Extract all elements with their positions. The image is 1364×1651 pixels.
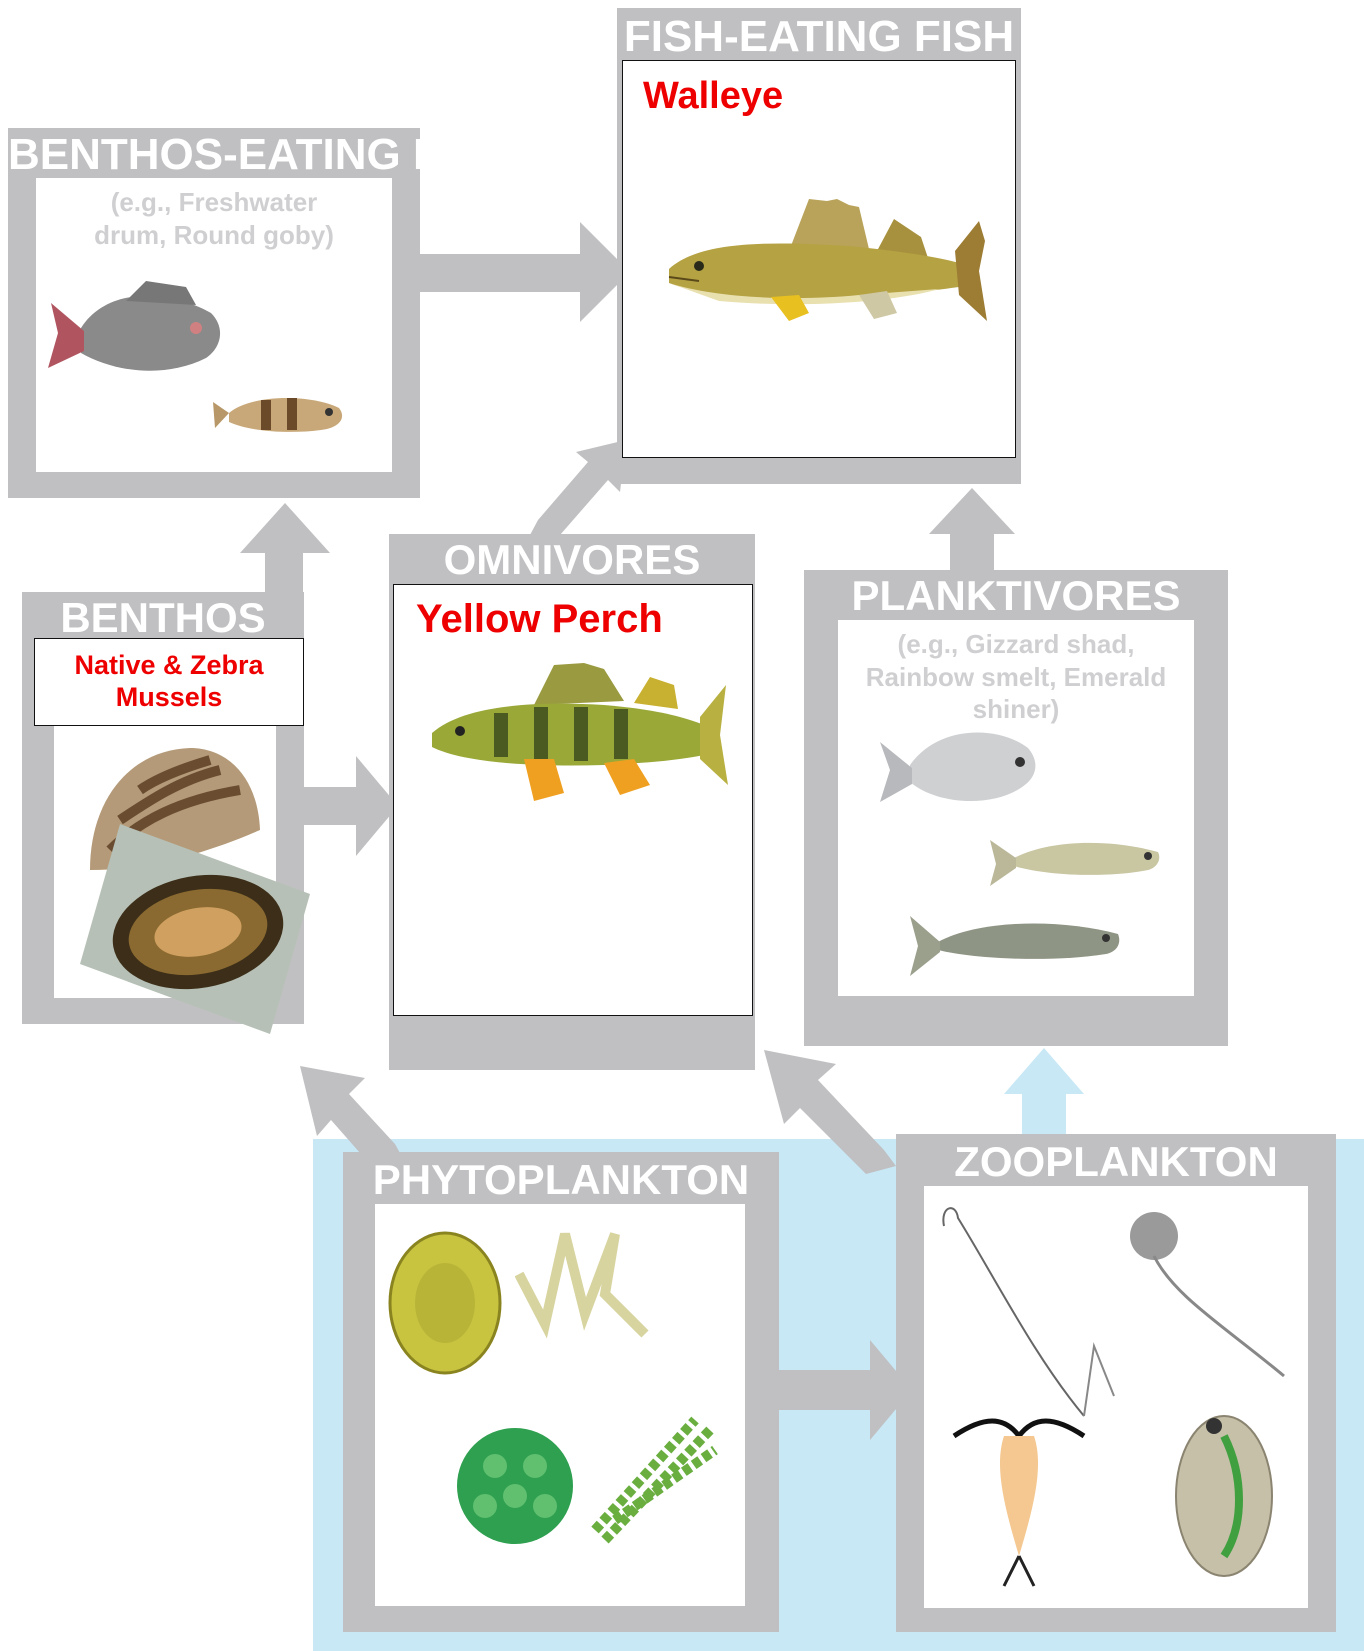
planktivores-title: PLANKTIVORES	[804, 572, 1228, 620]
benthos-eating-fish-title: BENTHOS-EATING FISH	[8, 130, 420, 180]
omnivores-box: OMNIVORES Yellow Perch	[389, 534, 755, 1070]
mussels-label-box: Native & Zebra Mussels	[34, 638, 304, 726]
zooplankton-panel	[924, 1186, 1308, 1608]
benthos-eating-fish-examples: (e.g., Freshwater drum, Round goby)	[86, 186, 342, 251]
arrow-zoo-to-planktivores-head	[1004, 1044, 1084, 1094]
emerald-shiner-icon	[908, 890, 1128, 990]
mussels-label: Native & Zebra Mussels	[53, 649, 285, 714]
zooplankton-box: ZOOPLANKTON	[896, 1134, 1336, 1632]
colonial-algae-icon	[445, 1416, 585, 1556]
walleye-fish-icon	[659, 191, 989, 331]
fish-eating-fish-title: FISH-EATING FISH	[617, 12, 1021, 62]
round-goby-icon	[211, 378, 351, 448]
benthos-title: BENTHOS	[22, 594, 304, 642]
yellow-perch-panel: Yellow Perch	[393, 584, 753, 1016]
chain-algae-icon	[585, 1400, 725, 1550]
phytoplankton-panel	[375, 1204, 745, 1606]
omnivores-title: OMNIVORES	[389, 536, 755, 584]
yellow-perch-label: Yellow Perch	[416, 597, 663, 642]
walleye-panel: Walleye	[622, 60, 1016, 458]
zooplankton-title: ZOOPLANKTON	[896, 1138, 1336, 1186]
yellow-perch-fish-icon	[424, 655, 734, 805]
native-mussel-icon	[80, 824, 310, 1034]
planktivores-panel: (e.g., Gizzard shad, Rainbow smelt, Emer…	[838, 620, 1194, 996]
benthos-eating-fish-box: BENTHOS-EATING FISH (e.g., Freshwater dr…	[8, 128, 420, 498]
daphnia-icon	[1154, 1386, 1294, 1596]
arrow-planktivores-to-fish-eating-shaft	[950, 530, 994, 570]
arrow-benthos-to-benthos-eating-head	[240, 503, 330, 553]
benthos-eating-fish-panel: (e.g., Freshwater drum, Round goby)	[36, 178, 392, 472]
walleye-label: Walleye	[643, 75, 783, 118]
arrow-benthos-eating-to-fish-eating-shaft	[420, 254, 590, 292]
fish-eating-fish-box: FISH-EATING FISH Walleye	[617, 8, 1021, 484]
benthos-box: BENTHOS Native & Zebra Mussels	[22, 592, 304, 1024]
rainbow-smelt-icon	[988, 816, 1168, 896]
diatom-icon	[385, 1228, 505, 1378]
rotifer-icon	[1104, 1196, 1294, 1386]
arrow-omnivores-to-fish-eating	[520, 440, 630, 540]
freshwater-drum-icon	[46, 273, 236, 393]
filament-algae-icon	[515, 1224, 665, 1344]
planktivores-box: PLANKTIVORES (e.g., Gizzard shad, Rainbo…	[804, 570, 1228, 1046]
cyclops-copepod-icon	[944, 1406, 1094, 1596]
arrow-planktivores-to-fish-eating-head	[929, 488, 1015, 534]
gizzard-shad-icon	[878, 710, 1048, 820]
arrow-benthos-to-omnivores-shaft	[300, 787, 360, 825]
arrow-benthos-to-benthos-eating-shaft	[265, 548, 303, 598]
phytoplankton-title: PHYTOPLANKTON	[343, 1156, 779, 1204]
phytoplankton-box: PHYTOPLANKTON	[343, 1152, 779, 1632]
